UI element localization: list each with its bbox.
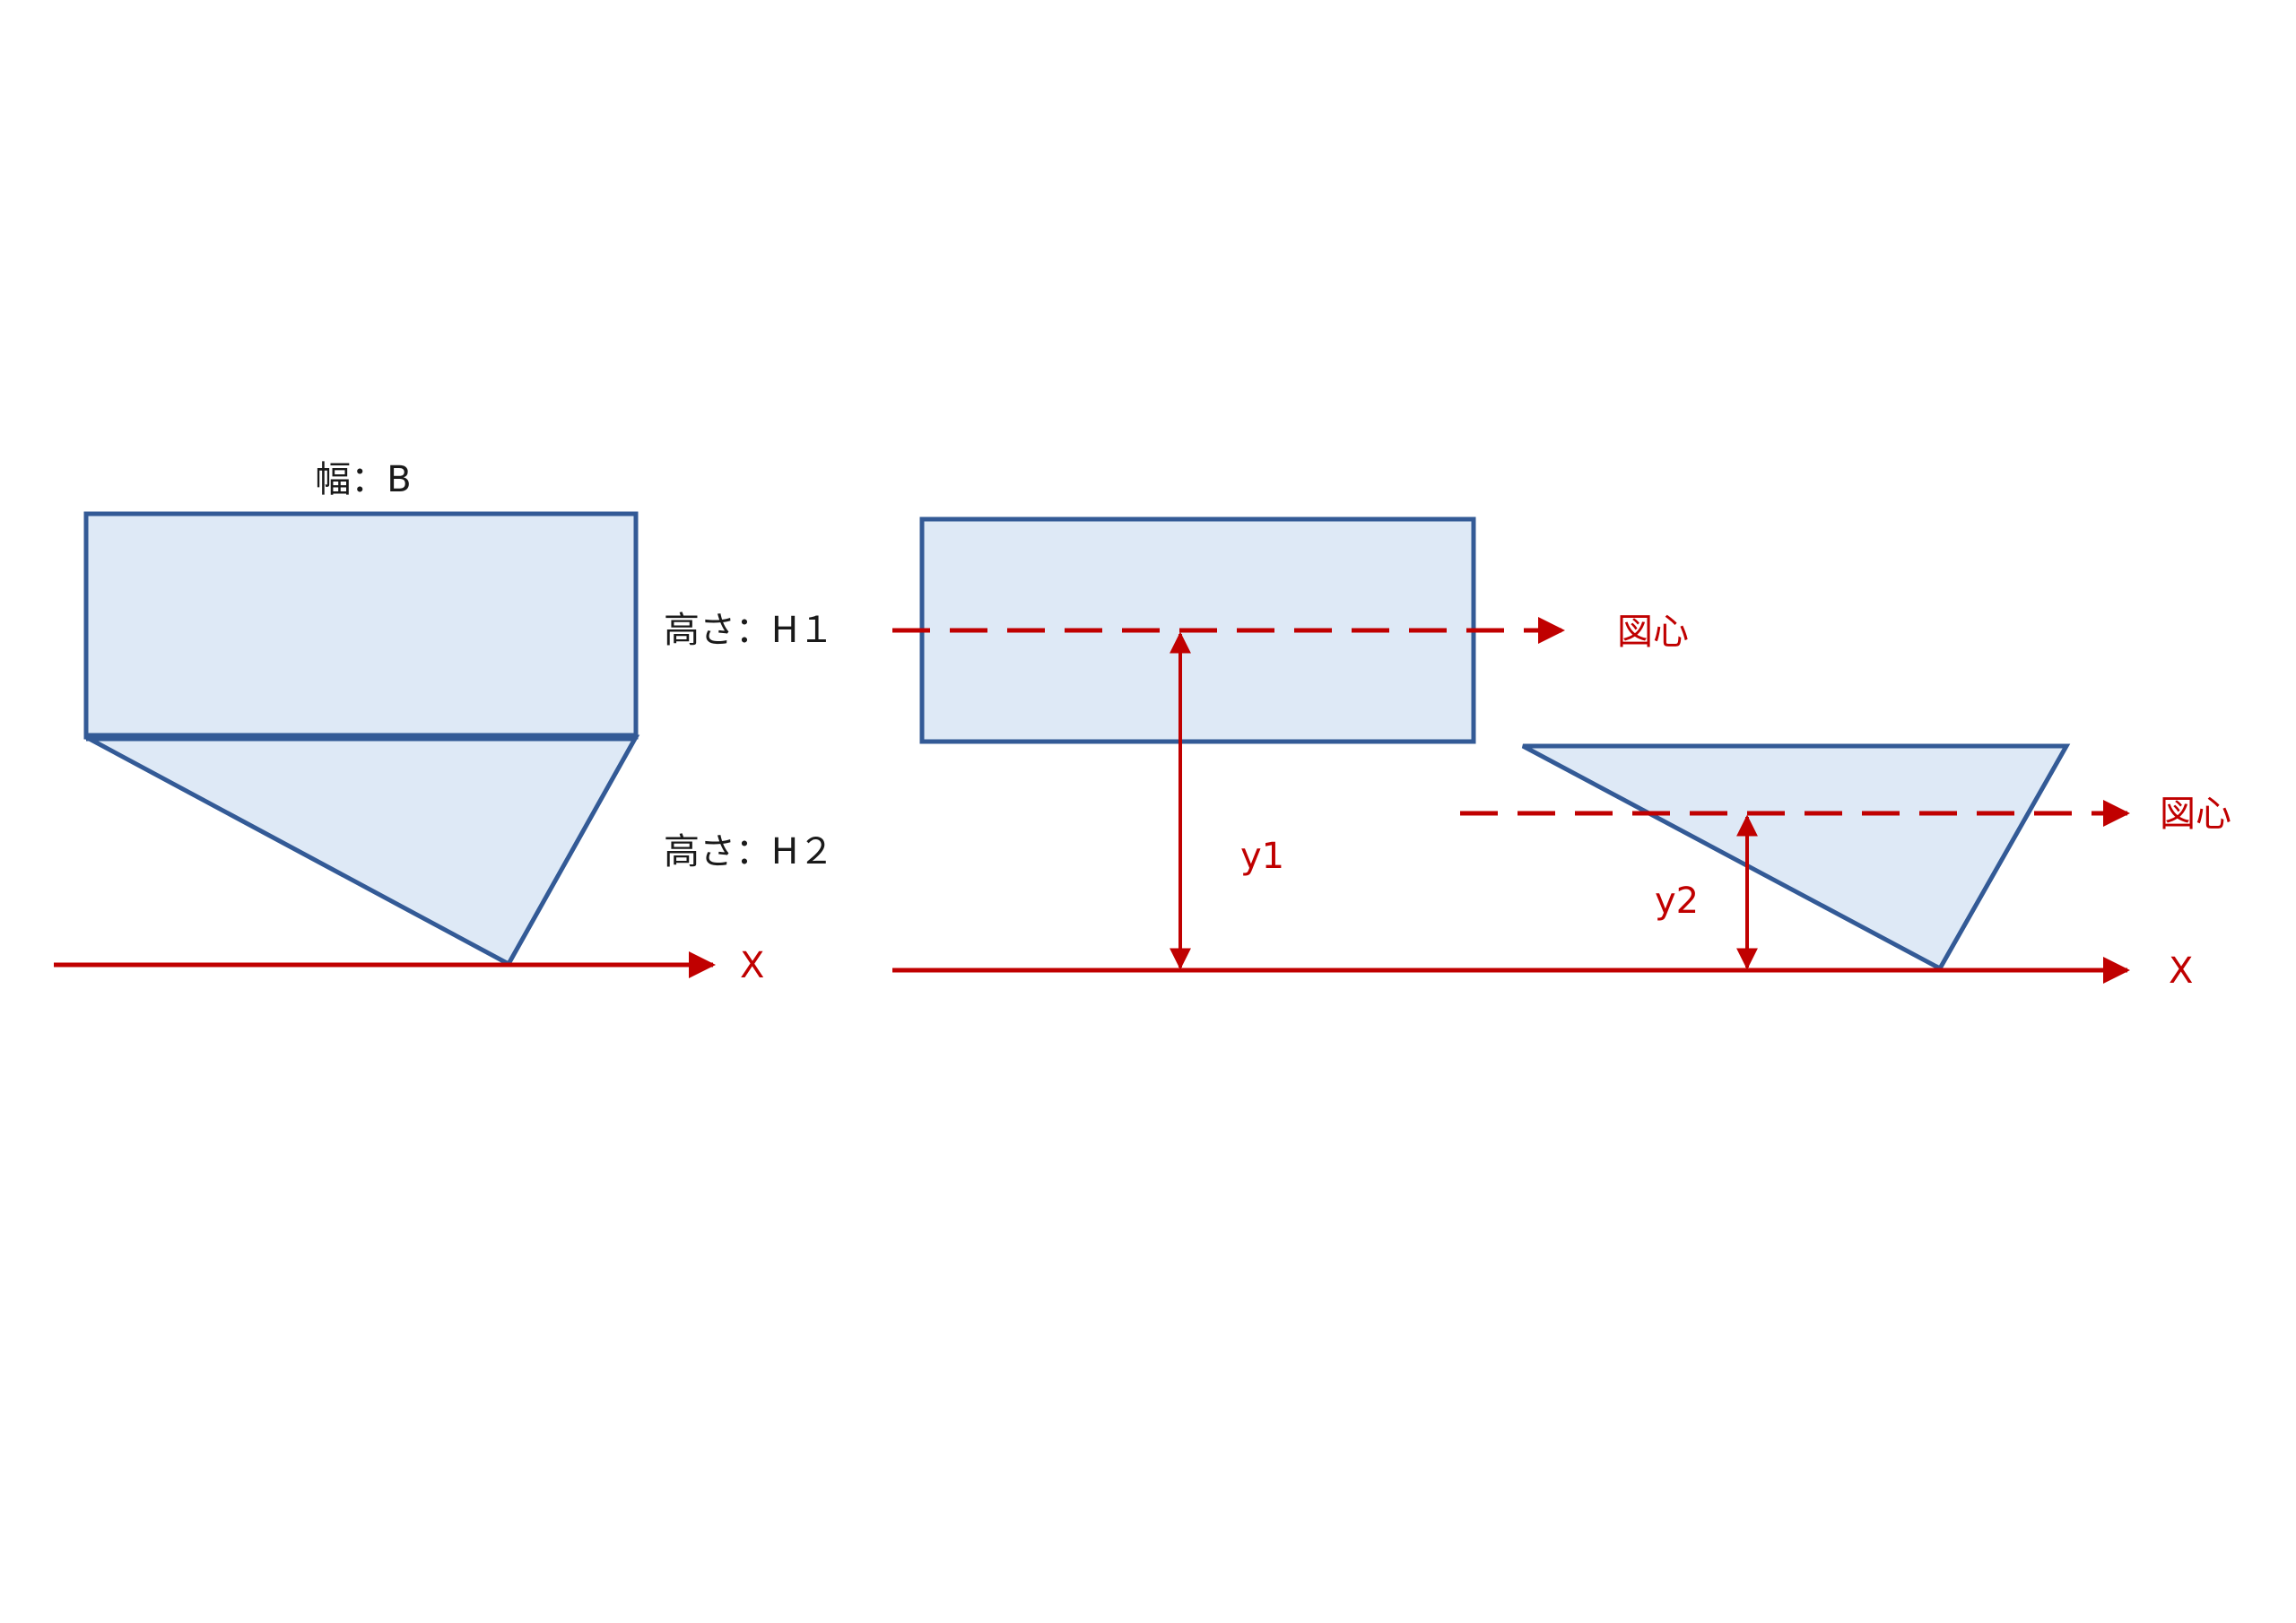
centroid1-label: 図心 bbox=[1617, 612, 1689, 653]
height2-label: 高さ：H２ bbox=[664, 831, 834, 872]
left-rectangle bbox=[83, 511, 639, 740]
height1-label: 高さ：H１ bbox=[664, 610, 834, 651]
right-figure: 図心 図心 y1 y2 X bbox=[892, 516, 2231, 992]
width-label: 幅：B bbox=[315, 459, 411, 500]
y2-label: y2 bbox=[1655, 881, 1699, 922]
y1-label: y1 bbox=[1240, 836, 1284, 877]
left-figure: 幅：B 高さ：H１ 高さ：H２ X bbox=[54, 459, 834, 986]
left-x-axis-label: X bbox=[740, 945, 764, 986]
centroid2-label: 図心 bbox=[2160, 794, 2231, 835]
left-triangle bbox=[84, 734, 640, 968]
right-x-axis-label: X bbox=[2169, 950, 2193, 992]
right-triangle bbox=[1521, 743, 2071, 972]
